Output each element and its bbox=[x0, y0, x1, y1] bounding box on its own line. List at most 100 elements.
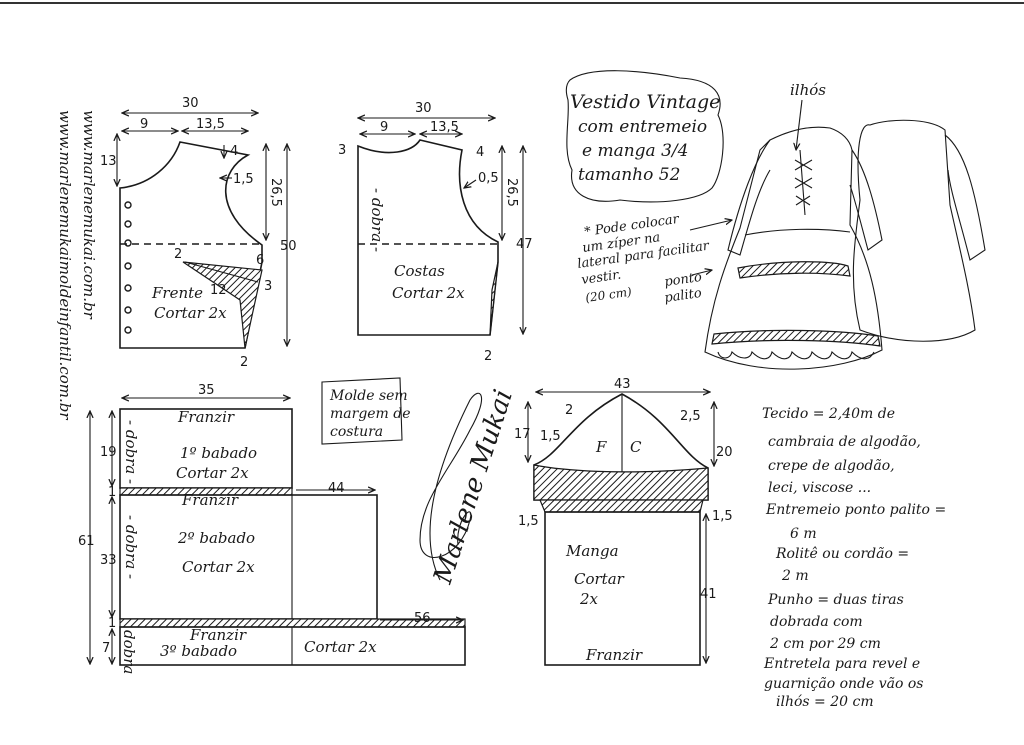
materials-line-14: ilhós = 20 cm bbox=[776, 694, 874, 710]
back-shoulder: 13,5 bbox=[430, 120, 459, 135]
ruffle3-width: 56 bbox=[414, 611, 431, 626]
materials-line-4: leci, viscose ... bbox=[768, 480, 871, 496]
ruffle3-gather: Franzir bbox=[189, 626, 247, 644]
materials-line-7: Rolitê ou cordão = bbox=[775, 546, 909, 562]
materials-line-10: dobrada com bbox=[770, 614, 863, 630]
sleeve-cut: Cortar bbox=[574, 570, 625, 588]
materials-line-8: 2 m bbox=[781, 568, 809, 584]
title-line-2: com entremeio bbox=[578, 117, 707, 137]
ruffle1-gather: Franzir bbox=[177, 408, 235, 426]
back-total: 47 bbox=[516, 237, 533, 252]
ruffle2-cut: Cortar 2x bbox=[182, 558, 255, 576]
ruffle3-name: 3º babado bbox=[160, 642, 237, 660]
front-cut: Cortar 2x bbox=[154, 304, 227, 322]
materials-line-13: guarnição onde vão os bbox=[764, 676, 923, 692]
zip-note-4: vestir. bbox=[580, 268, 622, 288]
front-eyelets bbox=[124, 201, 132, 334]
ruffle1-name: 1º babado bbox=[180, 444, 257, 462]
sleeve-s-l: 1,5 bbox=[540, 429, 561, 444]
no-seam-3: costura bbox=[330, 424, 383, 440]
front-bodice-pattern: 30 9 13,5 13 4 1,5 26,5 50 2 6 12 3 2 Fr… bbox=[100, 96, 297, 370]
zip-note-5: (20 cm) bbox=[584, 285, 632, 305]
front-2b: 2 bbox=[240, 355, 248, 370]
title-line-1: Vestido Vintage bbox=[570, 91, 720, 113]
sleeve-cut2: 2x bbox=[579, 590, 599, 608]
back-width: 30 bbox=[415, 101, 432, 116]
sleeve-h-l: 17 bbox=[514, 427, 531, 442]
title-cloud: Vestido Vintage com entremeio e manga 3/… bbox=[565, 70, 724, 203]
front-4: 4 bbox=[230, 144, 238, 159]
ruffle1-fold: - dobra - bbox=[122, 420, 140, 484]
front-2: 2 bbox=[174, 247, 182, 262]
ponto-palito-2: palito bbox=[663, 286, 702, 306]
front-15: 1,5 bbox=[233, 172, 254, 187]
title-line-4: tamanho 52 bbox=[578, 165, 680, 185]
sleeve-cap-r: 2,5 bbox=[680, 409, 701, 424]
ruffle1-cut: Cortar 2x bbox=[176, 464, 249, 482]
signature-text: Marlene Mukai bbox=[428, 386, 519, 588]
back-name: Costas bbox=[394, 262, 445, 280]
sleeve-back: C bbox=[630, 438, 642, 456]
ruffle3-fold: dobra bbox=[120, 630, 138, 674]
materials-line-11: 2 cm por 29 cm bbox=[769, 636, 881, 652]
ruffle1-height: 19 bbox=[100, 445, 117, 460]
back-fold: - dobra - bbox=[368, 188, 386, 252]
sleeve-b-l: 1,5 bbox=[518, 514, 539, 529]
front-6: 6 bbox=[256, 253, 264, 268]
front-name: Frente bbox=[151, 284, 203, 302]
back-bodice-pattern: 30 9 13,5 3 4 0,5 26,5 47 2 - dobra - Co… bbox=[338, 101, 533, 364]
materials-line-9: Punho = duas tiras bbox=[767, 592, 904, 608]
sleeve-h-r: 20 bbox=[716, 445, 733, 460]
sleeve-cap-l: 2 bbox=[565, 403, 573, 418]
front-neck-depth: 13 bbox=[100, 154, 117, 169]
materials-line-6: 6 m bbox=[790, 526, 817, 542]
ruffles-pattern: 35 44 56 19 33 7 1 1 61 Franzir 1º babad… bbox=[78, 383, 466, 674]
back-cut: Cortar 2x bbox=[392, 284, 465, 302]
sleeve-width: 43 bbox=[614, 377, 631, 392]
ruffle2-fold: - dobra - bbox=[122, 515, 140, 579]
back-armhole: 26,5 bbox=[504, 178, 519, 207]
sleeve-pattern: 43 2 2,5 17 1,5 20 1,5 1,5 41 F C Manga … bbox=[514, 377, 733, 666]
ruffle2-height: 33 bbox=[100, 553, 117, 568]
front-neck-width: 9 bbox=[140, 117, 148, 132]
signature: Marlene Mukai bbox=[419, 386, 519, 588]
url-1: www.marlenemukai.com.br bbox=[80, 110, 98, 320]
band-1a: 1 bbox=[108, 485, 116, 500]
sleeve-b-r: 1,5 bbox=[712, 509, 733, 524]
front-armhole: 26,5 bbox=[268, 178, 283, 207]
band-1b: 1 bbox=[108, 616, 116, 631]
front-width: 30 bbox=[182, 96, 199, 111]
title-line-3: e manga 3/4 bbox=[582, 141, 688, 161]
materials-line-2: cambraia de algodão, bbox=[768, 434, 921, 450]
sleeve-name: Manga bbox=[565, 542, 619, 560]
ruffle1-width: 35 bbox=[198, 383, 215, 398]
sleeve-front: F bbox=[595, 438, 607, 456]
materials-line-12: Entretela para revel e bbox=[763, 656, 920, 672]
eyelet-label: ilhós bbox=[790, 81, 826, 99]
front-3: 3 bbox=[264, 279, 272, 294]
back-05: 0,5 bbox=[478, 171, 499, 186]
ruffle3-cut: Cortar 2x bbox=[304, 638, 377, 656]
back-3: 3 bbox=[338, 143, 346, 158]
back-neck-width: 9 bbox=[380, 120, 388, 135]
front-total: 50 bbox=[280, 239, 297, 254]
ruffle2-name: 2º babado bbox=[177, 529, 255, 547]
no-seam-1: Molde sem bbox=[329, 388, 408, 404]
back-4: 4 bbox=[476, 145, 484, 160]
skirt-total: 61 bbox=[78, 534, 95, 549]
side-urls: www.marlenemukai.com.br www.marlenemukai… bbox=[56, 110, 98, 420]
materials-list: Tecido = 2,40m de cambraia de algodão, c… bbox=[762, 406, 946, 710]
front-shoulder: 13,5 bbox=[196, 117, 225, 132]
back-2: 2 bbox=[484, 349, 492, 364]
zip-note: * Pode colocar um zíper na lateral para … bbox=[576, 212, 732, 306]
dress-illustration: ilhós bbox=[704, 81, 986, 370]
ruffle3-height: 7 bbox=[102, 641, 110, 656]
materials-line-1: Tecido = 2,40m de bbox=[762, 406, 895, 422]
sleeve-gather: Franzir bbox=[585, 646, 643, 664]
sleeve-length: 41 bbox=[700, 587, 717, 602]
no-seam-2: margem de bbox=[330, 406, 411, 422]
ruffle2-gather: Franzir bbox=[181, 491, 239, 509]
materials-line-5: Entremeio ponto palito = bbox=[765, 502, 946, 518]
materials-line-3: crepe de algodão, bbox=[768, 458, 895, 474]
